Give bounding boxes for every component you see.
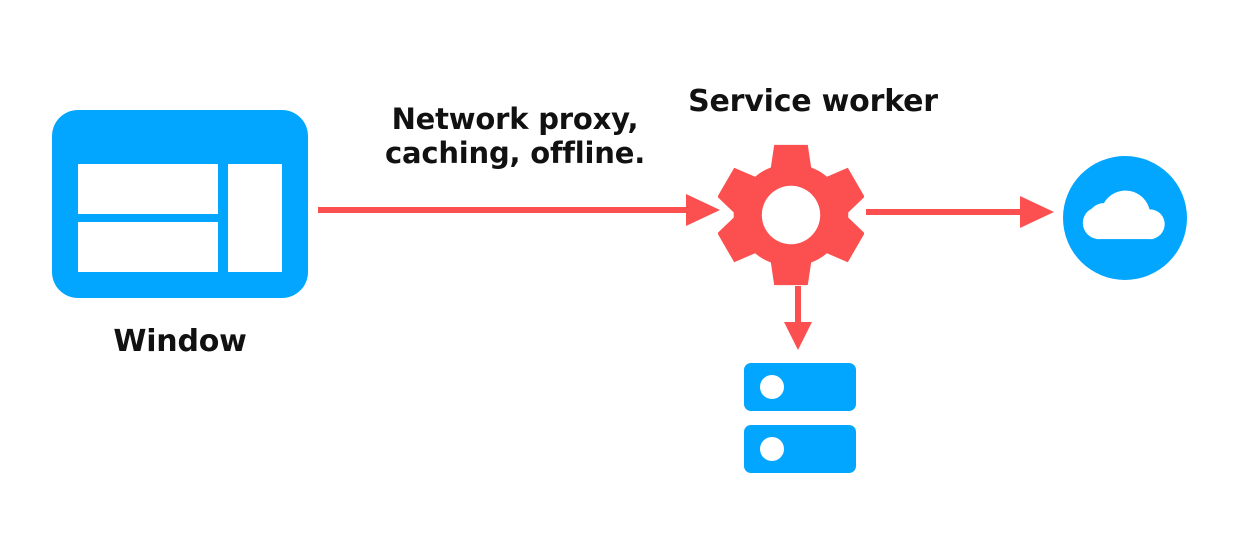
- database-indicator-dot: [760, 437, 784, 461]
- cloud-icon: [1063, 156, 1187, 280]
- network-proxy-edge-label: Network proxy, caching, offline.: [384, 102, 646, 171]
- browser-window-icon: [52, 110, 308, 298]
- arrow-service-worker-to-cloud: [866, 196, 1054, 228]
- gear-icon: [718, 144, 864, 286]
- service-worker-title: Service worker: [688, 84, 938, 119]
- database-icon: [744, 363, 856, 473]
- window-label: Window: [113, 324, 247, 359]
- window-pane-side: [228, 164, 282, 272]
- window-pane-top: [78, 164, 218, 214]
- window-pane-bottom: [78, 222, 218, 272]
- database-indicator-dot: [760, 375, 784, 399]
- arrow-service-worker-to-database: [784, 286, 812, 350]
- database-bar-top: [744, 363, 856, 411]
- database-bar-bottom: [744, 425, 856, 473]
- arrow-window-to-service-worker: [318, 194, 720, 226]
